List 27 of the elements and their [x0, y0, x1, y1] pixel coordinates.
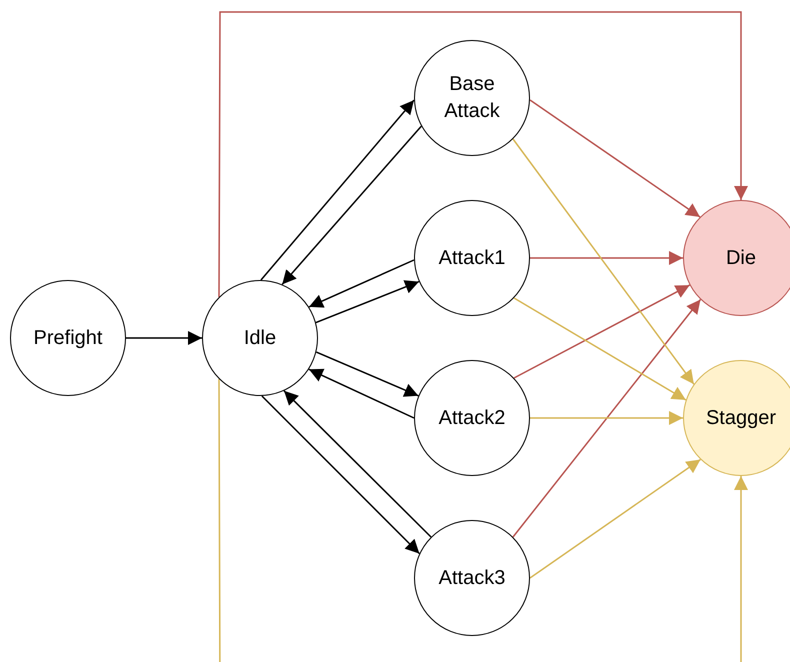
- state-label: Attack3: [438, 566, 506, 590]
- state-label: Base Attack: [443, 72, 501, 124]
- arrow: [514, 284, 690, 379]
- arrow: [283, 390, 432, 538]
- arrow: [514, 297, 686, 401]
- arrow: [308, 368, 414, 419]
- state-label: Stagger: [706, 406, 776, 430]
- arrow: [282, 126, 422, 285]
- arrow: [260, 100, 415, 280]
- arrow: [530, 411, 683, 425]
- arrow: [512, 138, 694, 385]
- arrow: [530, 99, 700, 218]
- state-label: Attack2: [438, 406, 506, 430]
- arrow: [316, 280, 420, 324]
- arrow: [530, 251, 683, 265]
- arrow: [126, 331, 202, 345]
- arrow: [530, 458, 701, 579]
- state-label: Attack1: [438, 246, 506, 270]
- arrow: [308, 259, 414, 308]
- state-label: Prefight: [34, 326, 102, 350]
- state-label: Idle: [244, 326, 276, 350]
- state-label: Die: [726, 246, 756, 270]
- arrow: [512, 299, 702, 538]
- arrow: [218, 379, 748, 662]
- arrow: [261, 395, 420, 554]
- arrow: [218, 11, 748, 297]
- arrow: [316, 351, 419, 397]
